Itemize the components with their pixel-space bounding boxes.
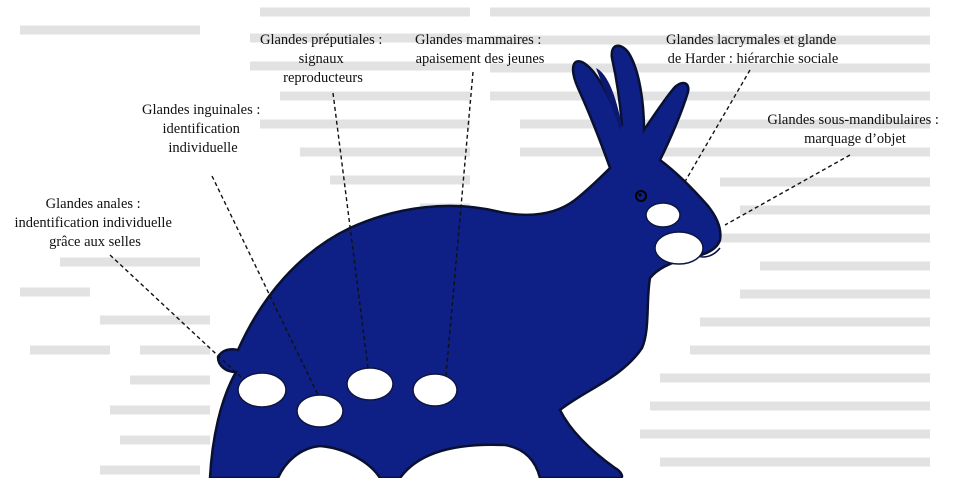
rabbit-body <box>210 46 720 478</box>
gland-inguinal <box>297 395 343 427</box>
label-anal: Glandes anales : indentification individ… <box>14 196 175 250</box>
label-lacrimal-line-2: de Harder : hiérarchie sociale <box>668 51 839 67</box>
gland-anal <box>238 373 286 407</box>
label-mammary-line-2: apaisement des jeunes <box>416 51 545 67</box>
label-inguinal-line-2: identification <box>163 121 241 137</box>
label-submandibular-line-1: Glandes sous-mandibulaires : <box>767 112 939 128</box>
label-anal-line-1: Glandes anales : <box>46 196 141 212</box>
label-mammary-line-1: Glandes mammaires : <box>415 32 541 48</box>
label-lacrimal: Glandes lacrymales et glande de Harder :… <box>666 32 840 67</box>
label-inguinal: Glandes inguinales : identification indi… <box>142 102 264 156</box>
gland-mammary <box>413 374 457 406</box>
label-submandibular-line-2: marquage d’objet <box>804 131 906 147</box>
rabbit-silhouette <box>210 46 720 478</box>
label-submandibular: Glandes sous-mandibulaires : marquage d’… <box>767 112 942 147</box>
label-inguinal-line-3: individuelle <box>168 140 237 156</box>
label-inguinal-line-1: Glandes inguinales : <box>142 102 260 118</box>
label-preputial: Glandes préputiales : signaux reproducte… <box>260 32 386 86</box>
label-anal-line-3: grâce aux selles <box>49 234 141 250</box>
gland-lacrimal <box>646 203 680 227</box>
gland-preputial <box>347 368 393 400</box>
label-lacrimal-line-1: Glandes lacrymales et glande <box>666 32 836 48</box>
label-mammary: Glandes mammaires : apaisement des jeune… <box>415 32 545 67</box>
label-preputial-line-2: signaux <box>299 51 345 67</box>
rabbit-eye-highlight <box>639 194 642 197</box>
label-preputial-line-3: reproducteurs <box>283 70 363 86</box>
label-preputial-line-1: Glandes préputiales : <box>260 32 382 48</box>
label-anal-line-2: indentification individuelle <box>14 215 171 231</box>
gland-submandibular <box>655 232 703 264</box>
